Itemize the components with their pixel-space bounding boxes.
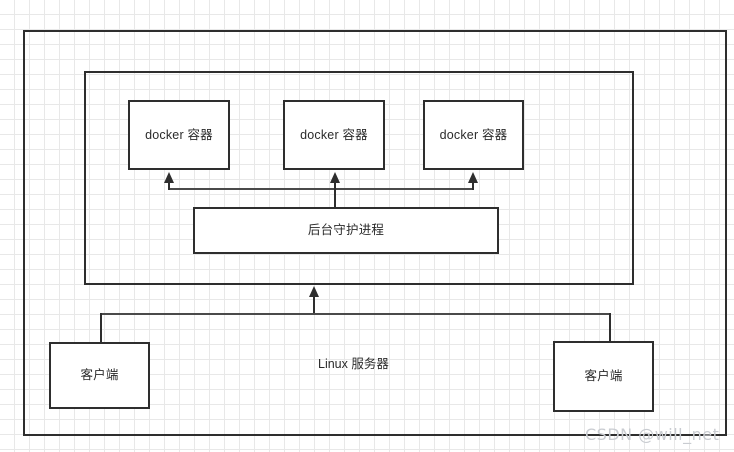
- riser-to-container-2: [334, 182, 336, 190]
- clients-uplink-line: [313, 296, 315, 313]
- arrowhead-to-docker-engine: [309, 286, 319, 297]
- csdn-watermark: CSDN @will_net: [585, 425, 720, 444]
- client-label-left: 客户端: [80, 368, 119, 383]
- drop-to-client-right: [609, 313, 611, 342]
- docker-engine-container: [84, 71, 634, 285]
- docker-container-box-2[interactable]: docker 容器: [283, 100, 385, 170]
- daemon-label: 后台守护进程: [307, 223, 385, 238]
- daemon-uplink-line: [334, 189, 336, 208]
- arrowhead-to-container-1: [164, 172, 174, 183]
- riser-to-container-3: [472, 182, 474, 190]
- riser-to-container-1: [168, 182, 170, 190]
- docker-container-label-1: docker 容器: [145, 127, 213, 142]
- drop-to-client-left: [100, 313, 102, 343]
- arrowhead-to-container-3: [468, 172, 478, 183]
- client-box-right[interactable]: 客户端: [553, 341, 654, 412]
- linux-server-label: Linux 服务器: [318, 357, 389, 371]
- client-box-left[interactable]: 客户端: [49, 342, 150, 409]
- linux-server-container: [23, 30, 727, 436]
- docker-container-label-3: docker 容器: [439, 127, 508, 142]
- docker-container-label-2: docker 容器: [300, 127, 368, 142]
- docker-container-box-1[interactable]: docker 容器: [128, 100, 230, 170]
- daemon-to-containers-bus: [168, 188, 473, 190]
- clients-bus: [100, 313, 611, 315]
- daemon-box[interactable]: 后台守护进程: [193, 207, 499, 254]
- client-label-right: 客户端: [584, 369, 623, 384]
- docker-container-box-3[interactable]: docker 容器: [423, 100, 524, 170]
- arrowhead-to-container-2: [330, 172, 340, 183]
